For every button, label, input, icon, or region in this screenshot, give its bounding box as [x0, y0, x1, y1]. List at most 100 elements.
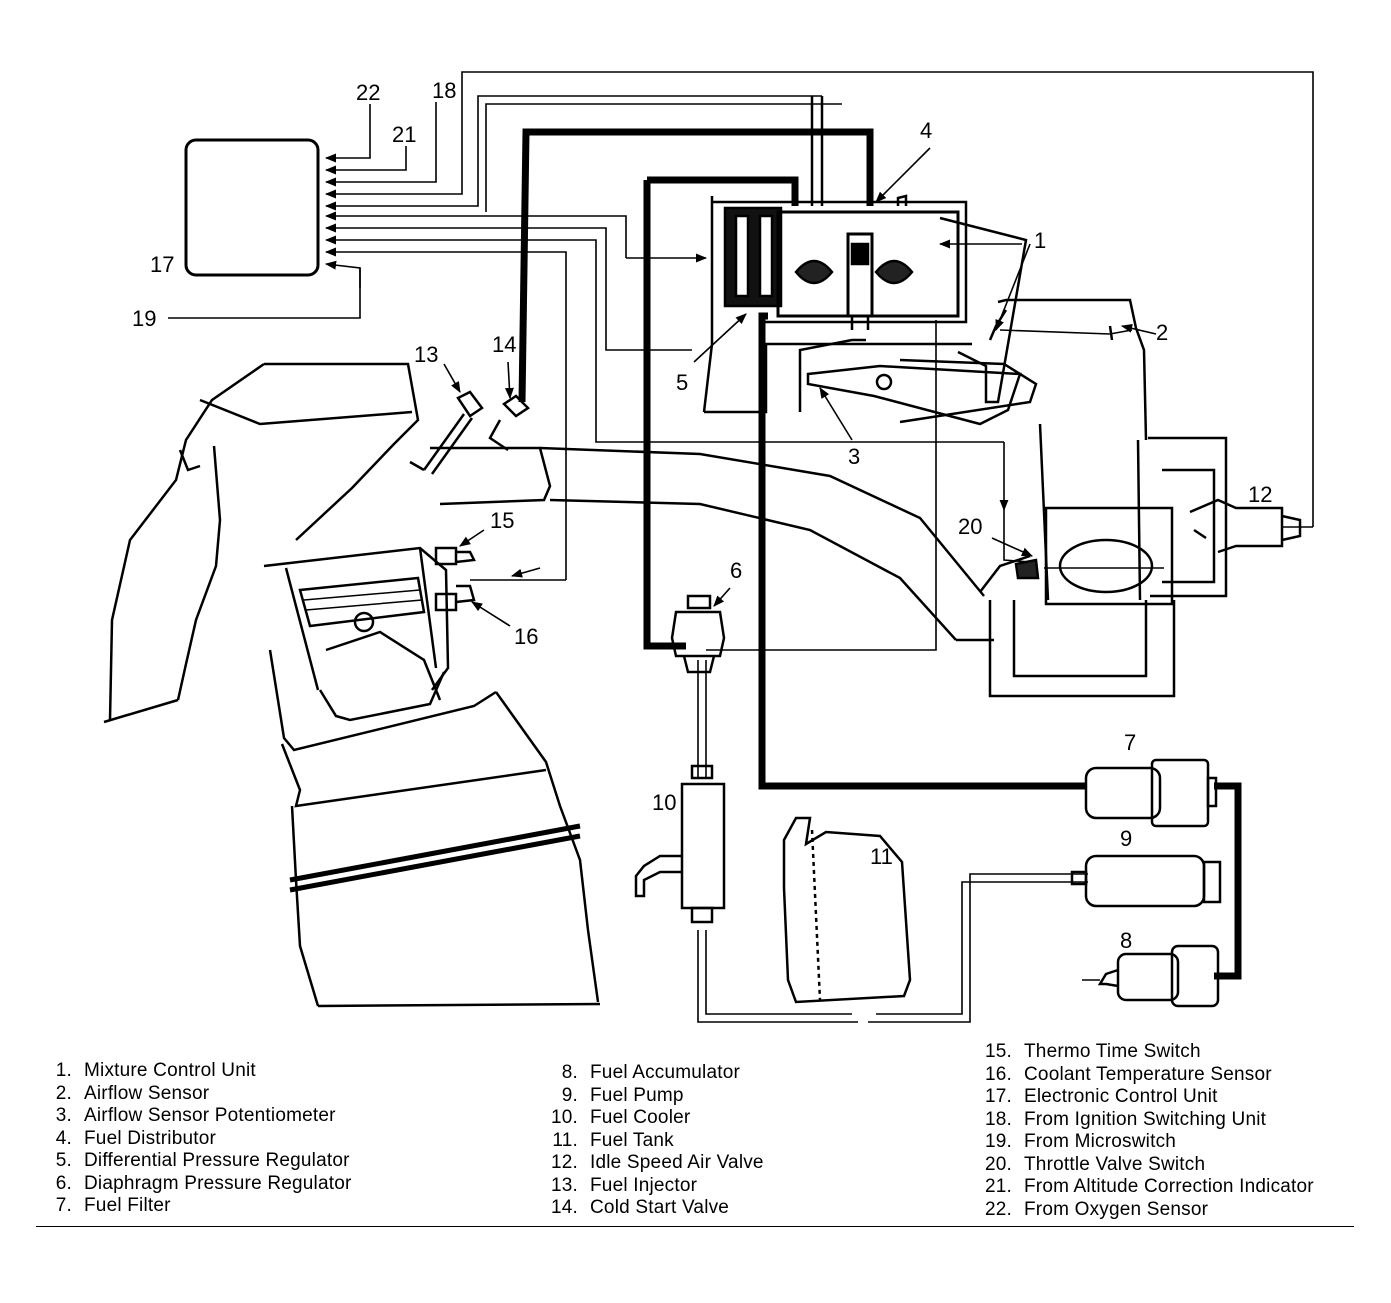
callout-4: 4	[920, 118, 932, 143]
callout-13: 13	[414, 342, 438, 367]
fuel-accumulator	[1082, 944, 1220, 1008]
legend-column-2: 8. Fuel Accumulator 9. Fuel Pump 10.Fuel C…	[540, 1062, 764, 1220]
legend-text: Coolant Temperature Sensor	[1024, 1063, 1272, 1085]
legend-number: 3.	[55, 1105, 72, 1126]
coolant-temperature-sensor	[434, 584, 476, 612]
intake-manifold	[103, 362, 1031, 724]
legend-text: Fuel Filter	[84, 1195, 171, 1216]
legend-item: 21. From Altitude Correction Indicator	[980, 1176, 1314, 1199]
legend-text: Electronic Control Unit	[1024, 1086, 1218, 1107]
callout-15: 15	[490, 508, 514, 533]
callout-18: 18	[432, 78, 456, 103]
fuel-supply-lines	[518, 128, 1242, 980]
callout-6: 6	[730, 558, 742, 583]
fuel-filter	[1084, 758, 1218, 828]
callout-19: 19	[132, 306, 156, 331]
legend-text: Cold Start Valve	[590, 1197, 730, 1218]
legend-item: 9. Fuel Pump	[540, 1085, 764, 1108]
legend-number: 16.	[984, 1063, 1012, 1085]
legend-number: 8.	[561, 1062, 578, 1083]
legend-number: 5.	[55, 1150, 72, 1171]
legend-number: 10.	[550, 1107, 578, 1128]
fuel-injector	[409, 390, 484, 475]
callout-1: 1	[1034, 228, 1046, 253]
callout-20: 20	[958, 514, 982, 539]
callout-9: 9	[1120, 826, 1132, 851]
legend-text: Fuel Accumulator	[590, 1062, 740, 1083]
legend-number: 22.	[984, 1198, 1012, 1220]
legend-item: 16. Coolant Temperature Sensor	[980, 1064, 1314, 1087]
fuel-tank	[782, 816, 912, 1004]
legend-item: 7.Fuel Filter	[46, 1195, 352, 1218]
callout-22: 22	[356, 80, 380, 105]
legend-number: 11.	[552, 1129, 578, 1151]
legend-number: 9.	[561, 1084, 578, 1106]
fuel-cooler	[634, 764, 726, 924]
legend-item: 17. Electronic Control Unit	[980, 1086, 1314, 1109]
legend-item: 2. Airflow Sensor	[46, 1083, 352, 1106]
throttle-body	[988, 423, 1228, 698]
callout-labels: 1 2 3 4 5 6 7 8 9 10 11 12 13 14 15 16 1…	[132, 78, 1272, 953]
callout-leaders	[443, 147, 1157, 627]
legend-text: Fuel Tank	[590, 1129, 674, 1151]
bottom-divider	[36, 1226, 1354, 1227]
legend-number: 19.	[984, 1131, 1012, 1152]
legend-number: 21.	[984, 1176, 1012, 1197]
engine-cylinder	[263, 546, 601, 1008]
legend-column-3: 15. Thermo Time Switch 16. Coolant Tempera…	[980, 1041, 1314, 1221]
legend-number: 2.	[55, 1082, 72, 1104]
idle-speed-air-valve	[1189, 498, 1302, 554]
legend-text: Differential Pressure Regulator	[84, 1150, 350, 1171]
ecu-signal-lines	[168, 71, 1314, 581]
legend-number: 15.	[984, 1041, 1012, 1062]
mixture-control-unit	[702, 96, 972, 414]
legend-number: 1.	[55, 1060, 72, 1081]
fuel-pump	[1070, 854, 1222, 908]
legend-item: 13.Fuel Injector	[540, 1175, 764, 1198]
legend-number: 20.	[984, 1153, 1012, 1175]
legend-text: Thermo Time Switch	[1024, 1041, 1201, 1062]
callout-17: 17	[150, 252, 174, 277]
callout-16: 16	[514, 624, 538, 649]
legend-text: From Oxygen Sensor	[1024, 1198, 1209, 1220]
legend-text: Mixture Control Unit	[84, 1060, 256, 1081]
legend-item: 15. Thermo Time Switch	[980, 1041, 1314, 1064]
legend-text: Fuel Pump	[590, 1084, 684, 1106]
electronic-control-unit	[184, 138, 320, 277]
legend-text: From Altitude Correction Indicator	[1024, 1176, 1314, 1197]
callout-8: 8	[1120, 928, 1132, 953]
legend-number: 4.	[55, 1127, 72, 1149]
callout-21: 21	[392, 122, 416, 147]
legend-text: Airflow Sensor	[84, 1082, 210, 1104]
legend-number: 6.	[55, 1172, 72, 1194]
legend-item: 10.Fuel Cooler	[540, 1107, 764, 1130]
legend-item: 20.Throttle Valve Switch	[980, 1154, 1314, 1177]
legend-item: 12.Idle Speed Air Valve	[540, 1152, 764, 1175]
callout-5: 5	[676, 370, 688, 395]
callout-3: 3	[848, 444, 860, 469]
legend-item: 19.From Microswitch	[980, 1131, 1314, 1154]
legend-text: Fuel Injector	[590, 1174, 698, 1196]
legend-item: 14. Cold Start Valve	[540, 1197, 764, 1220]
callout-2: 2	[1156, 320, 1168, 345]
callout-12: 12	[1248, 482, 1272, 507]
legend-item: 3.Airflow Sensor Potentiometer	[46, 1105, 352, 1128]
legend-item: 8. Fuel Accumulator	[540, 1062, 764, 1085]
legend-number: 18.	[984, 1108, 1012, 1130]
callout-14: 14	[492, 332, 516, 357]
legend-number: 14.	[550, 1197, 578, 1218]
legend-item: 5. Differential Pressure Regulator	[46, 1150, 352, 1173]
fuel-return-lines	[697, 320, 1088, 1023]
legend-number: 12.	[550, 1152, 578, 1173]
legend-column-1: 1.Mixture Control Unit 2.Airflow Sensor …	[46, 1060, 352, 1218]
legend-item: 22. From Oxygen Sensor	[980, 1199, 1314, 1222]
cold-start-valve	[488, 394, 530, 452]
callout-10: 10	[652, 790, 676, 815]
legend-item: 18. From Ignition Switching Unit	[980, 1109, 1314, 1132]
legend-text: From Ignition Switching Unit	[1024, 1108, 1267, 1130]
legend-item: 4.Fuel Distributor	[46, 1128, 352, 1151]
legend-item: 11. Fuel Tank	[540, 1130, 764, 1153]
callout-11: 11	[870, 844, 893, 869]
legend-number: 17.	[984, 1086, 1012, 1107]
